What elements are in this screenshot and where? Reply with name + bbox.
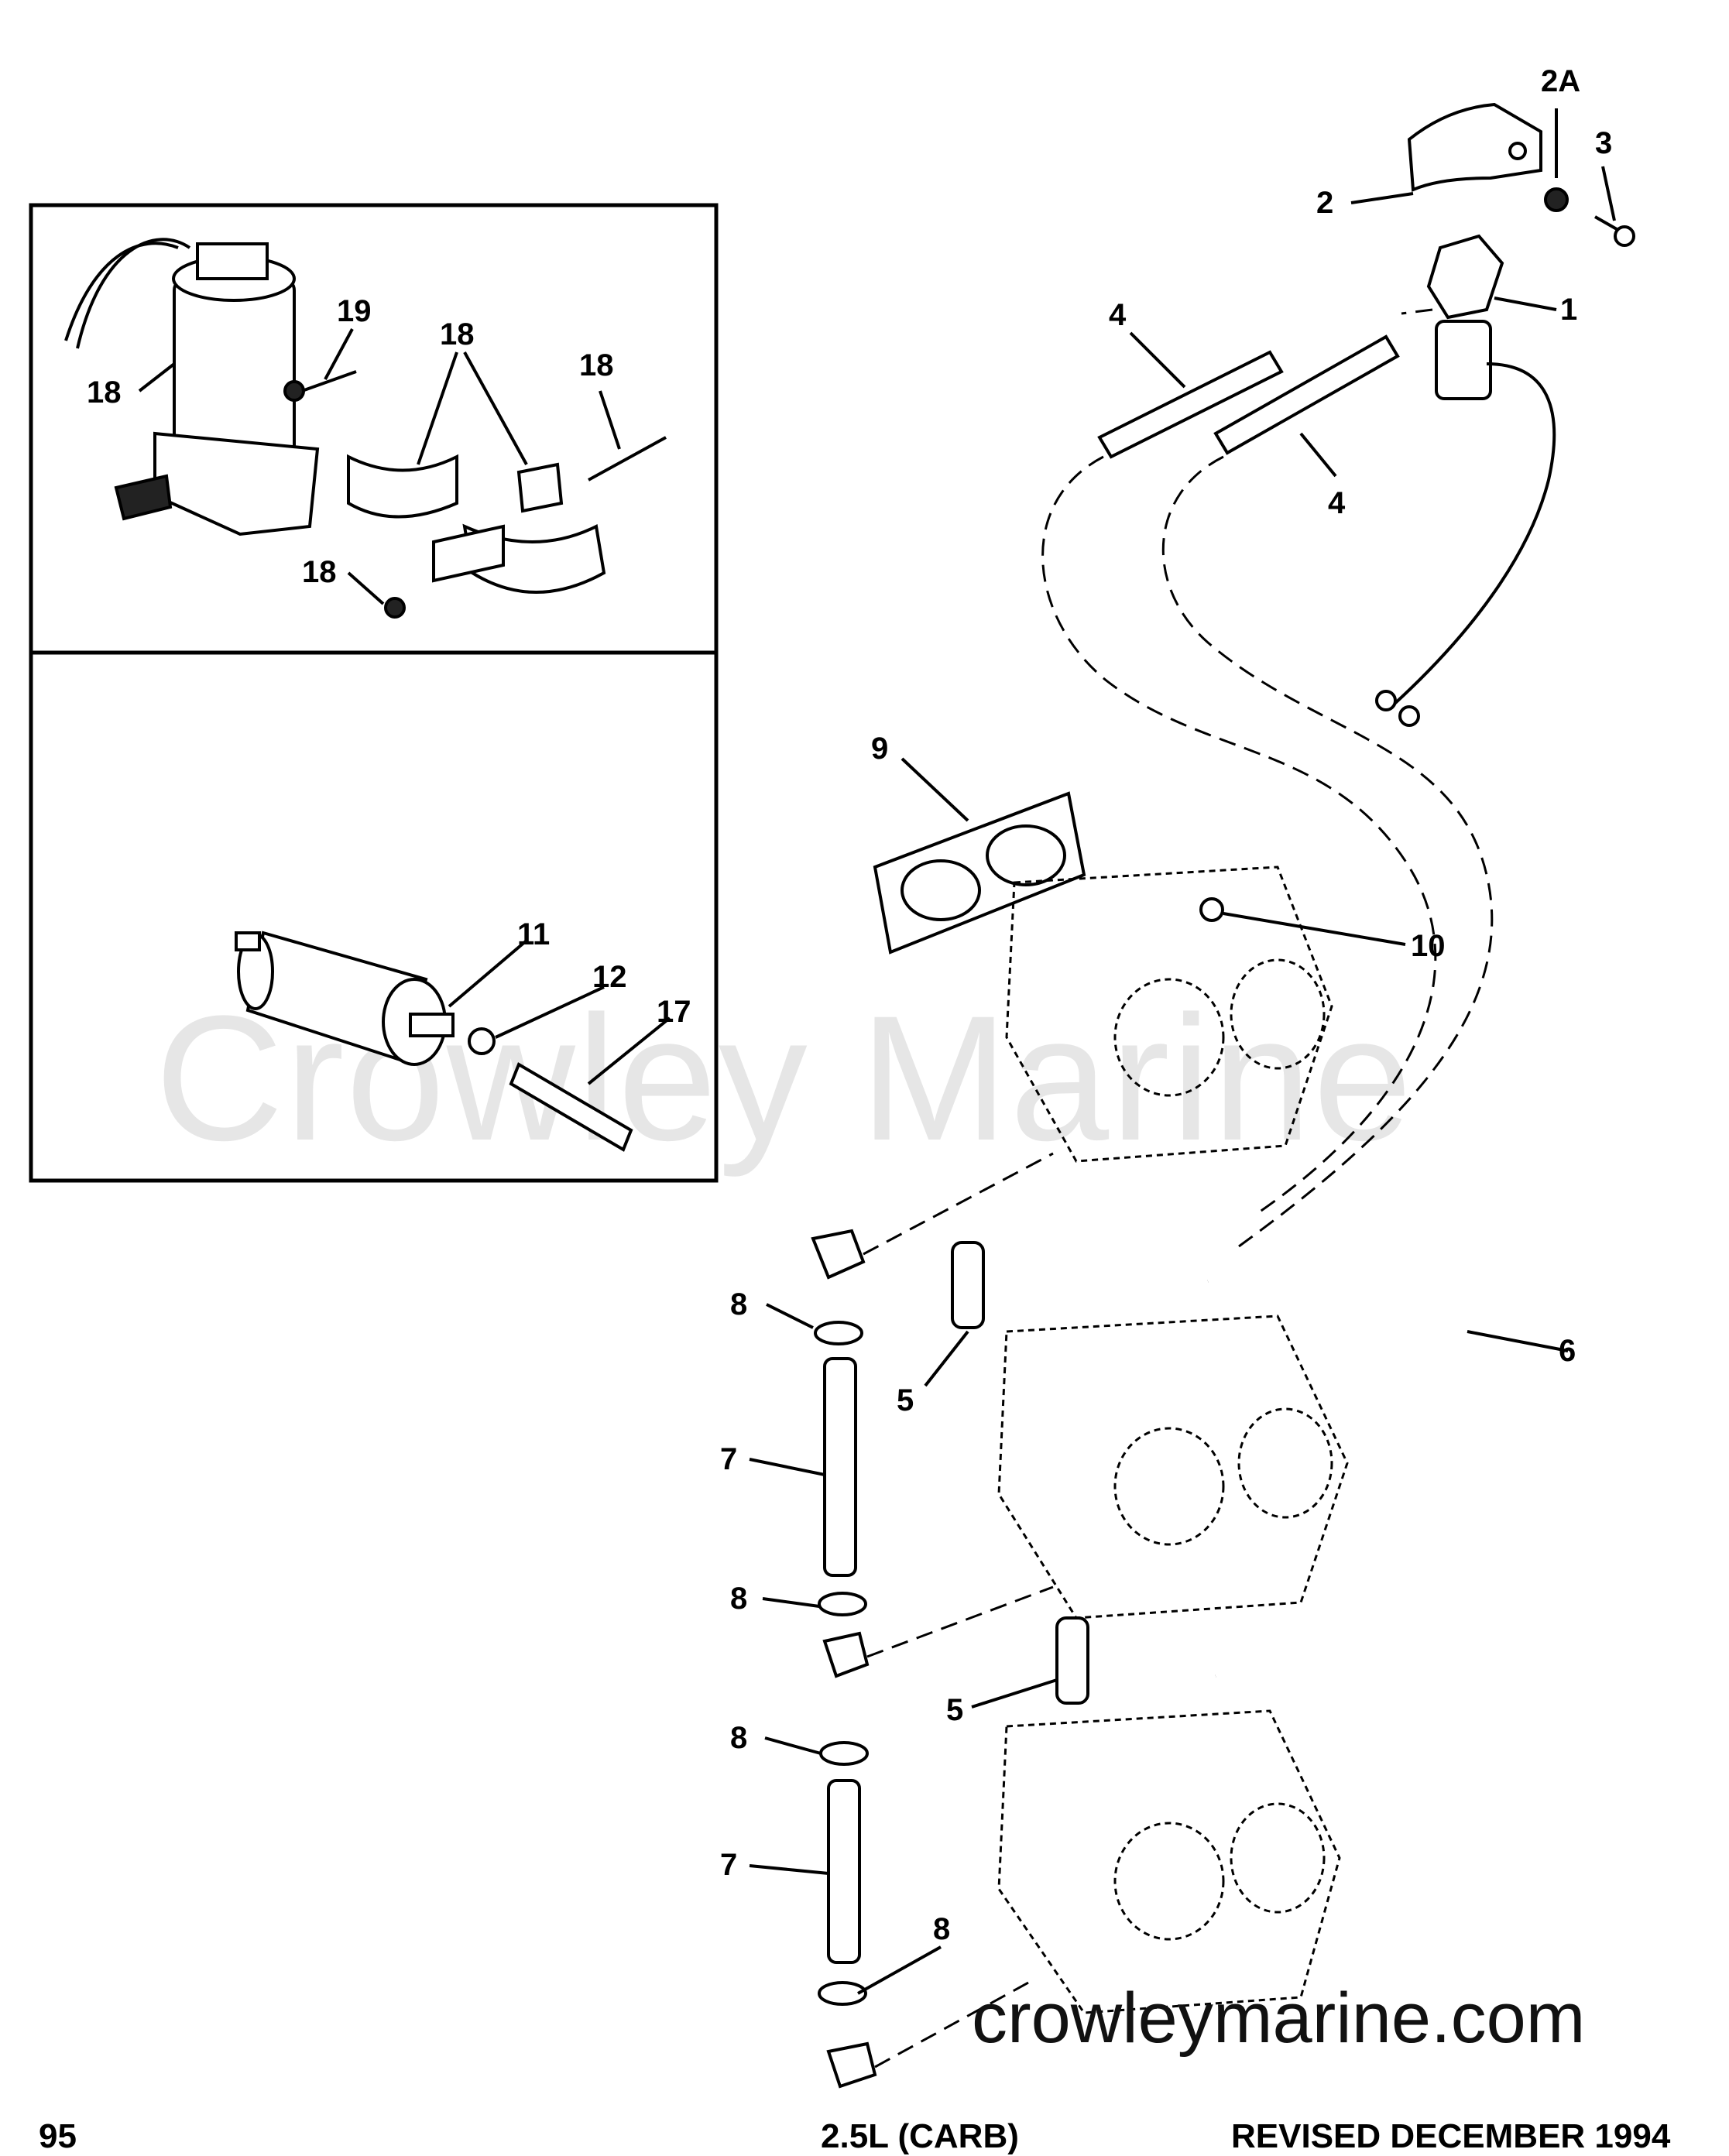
callout-10: 10: [1411, 929, 1446, 963]
callout-5-upper: 5: [897, 1383, 914, 1417]
callout-labels: 2A 3 2 1 4 4 19 18 18 18 18 9 10 11 12 1…: [87, 64, 1612, 1946]
pump-clamp-parts: [347, 436, 667, 619]
callout-2: 2: [1316, 186, 1333, 220]
fuel-filter: [235, 931, 633, 1152]
carburetor-bottom: [997, 1709, 1341, 2014]
connector-5-upper: [951, 1241, 985, 1329]
fuel-hose-7-upper: [823, 1357, 857, 1577]
callout-18-clamps: 18: [440, 317, 475, 351]
inset-panel: [29, 203, 719, 1183]
callout-leader-lines: [138, 108, 1616, 1995]
callout-12: 12: [592, 960, 627, 994]
callout-8-first: 8: [730, 1287, 747, 1321]
connector-5-lower: [1055, 1616, 1089, 1705]
fuel-hose-6: [1205, 1157, 1462, 1681]
carburetor-top: [1005, 865, 1333, 1163]
footer-model: 2.5L (CARB): [821, 2117, 1019, 2155]
callout-3: 3: [1595, 126, 1612, 160]
footer-revision: REVISED DECEMBER 1994: [1231, 2117, 1671, 2155]
callout-8-second: 8: [730, 1582, 747, 1616]
gasket-9: [873, 791, 1224, 955]
callout-8-third: 8: [730, 1721, 747, 1755]
callout-19: 19: [337, 294, 372, 328]
inset-frame: [29, 203, 719, 1183]
callout-6: 6: [1559, 1334, 1576, 1368]
footer-page-number: 95: [39, 2117, 77, 2155]
callout-11: 11: [517, 917, 550, 951]
fuel-hoses-4: [1041, 308, 1494, 1248]
carburetor-middle: [997, 1315, 1349, 1620]
callout-1: 1: [1560, 293, 1577, 327]
callout-18-pump: 18: [87, 375, 122, 410]
callout-5-lower: 5: [946, 1693, 963, 1727]
callout-9: 9: [871, 732, 888, 766]
hose-clamps-8: [814, 1321, 869, 2006]
callout-4-upper: 4: [1109, 298, 1127, 332]
callout-18-bolt: 18: [579, 348, 614, 382]
callout-4-lower: 4: [1328, 486, 1346, 520]
fuel-solenoid-assembly: [1375, 102, 1635, 727]
callout-7-lower: 7: [720, 1848, 737, 1882]
callout-7-upper: 7: [720, 1442, 737, 1476]
fuel-hose-7-lower: [827, 1779, 861, 1964]
callout-8-fourth: 8: [933, 1912, 950, 1946]
callout-17: 17: [657, 995, 691, 1029]
callout-2a: 2A: [1541, 64, 1580, 98]
website-url: crowleymarine.com: [972, 1979, 1586, 2058]
electric-fuel-pump: [64, 238, 357, 536]
fuel-fittings: [811, 1152, 1054, 2089]
callout-18-nut: 18: [302, 555, 337, 589]
